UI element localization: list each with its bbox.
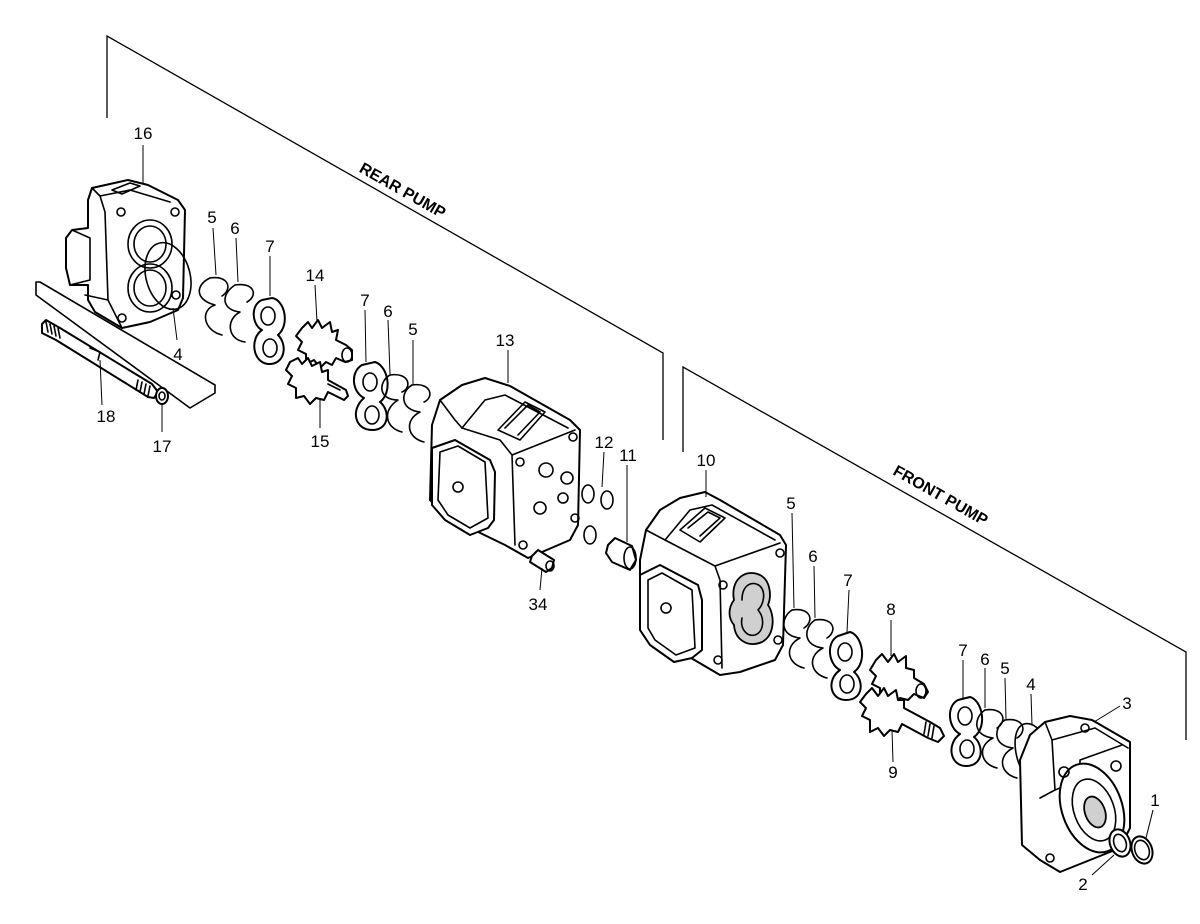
callout-6b-rear: 6: [383, 302, 392, 321]
front-seal-5: [783, 608, 811, 669]
callout-7-front: 7: [843, 571, 852, 590]
rear-seal-5b: [403, 383, 431, 443]
callout-5-rear: 5: [207, 208, 216, 227]
callout-4-rear: 4: [173, 345, 182, 364]
callout-5-front: 5: [786, 494, 795, 513]
shaft-gear-9: [859, 687, 945, 743]
rear-ring-6: [224, 283, 255, 343]
rear-plate-7b: [353, 361, 389, 431]
front-ring-6: [806, 618, 834, 679]
callout-6b-front: 6: [980, 650, 989, 669]
rear-cover-oring: [144, 241, 192, 311]
front-pump-body: [639, 491, 787, 676]
callout-9: 9: [888, 763, 897, 782]
callout-2: 2: [1078, 875, 1087, 894]
callout-13: 13: [496, 331, 515, 350]
callout-15: 15: [311, 432, 330, 451]
callout-6-front: 6: [808, 547, 817, 566]
callout-34: 34: [529, 595, 548, 614]
oil-seal-2: [1108, 828, 1132, 858]
callout-10: 10: [697, 451, 716, 470]
orings-12: [581, 484, 614, 545]
callout-4-front: 4: [1026, 675, 1035, 694]
leader-lines: [99, 145, 1154, 876]
callout-18: 18: [97, 407, 116, 426]
callout-11: 11: [619, 446, 637, 465]
bolt-tray: [35, 281, 216, 409]
drive-gear-14: [295, 319, 353, 369]
callout-12: 12: [595, 433, 614, 452]
dowel-pin-34: [529, 549, 555, 573]
callout-7b-rear: 7: [360, 291, 369, 310]
callout-5b-rear: 5: [408, 320, 417, 339]
callout-7-rear: 7: [265, 237, 274, 256]
front-pump-bracket: [682, 365, 1187, 740]
front-plate-7b: [949, 696, 984, 767]
washer: [155, 387, 169, 405]
rear-pump-body: [429, 377, 581, 559]
callout-17: 17: [153, 437, 172, 456]
driven-gear-15: [285, 357, 349, 405]
rear-plate-7: [252, 297, 286, 366]
callout-7b-front: 7: [958, 641, 967, 660]
callout-5b-front: 5: [1000, 659, 1009, 678]
rear-seal-5: [198, 276, 229, 336]
callout-16: 16: [134, 124, 153, 143]
front-plate-7: [829, 631, 864, 701]
callout-8: 8: [886, 600, 895, 619]
callout-6-rear: 6: [230, 219, 239, 238]
rear-pump-label: REAR PUMP: [356, 160, 448, 222]
callout-3: 3: [1122, 694, 1131, 713]
front-pump-label: FRONT PUMP: [890, 463, 991, 530]
coupling-11: [605, 537, 637, 571]
rear-cover: [65, 179, 186, 329]
callout-1: 1: [1150, 791, 1159, 810]
rear-pump-bracket: [106, 34, 664, 440]
callout-14: 14: [306, 266, 325, 285]
snap-ring-1: [1130, 835, 1154, 865]
rear-ring-6b: [381, 373, 409, 433]
tie-bolt: [41, 319, 159, 399]
